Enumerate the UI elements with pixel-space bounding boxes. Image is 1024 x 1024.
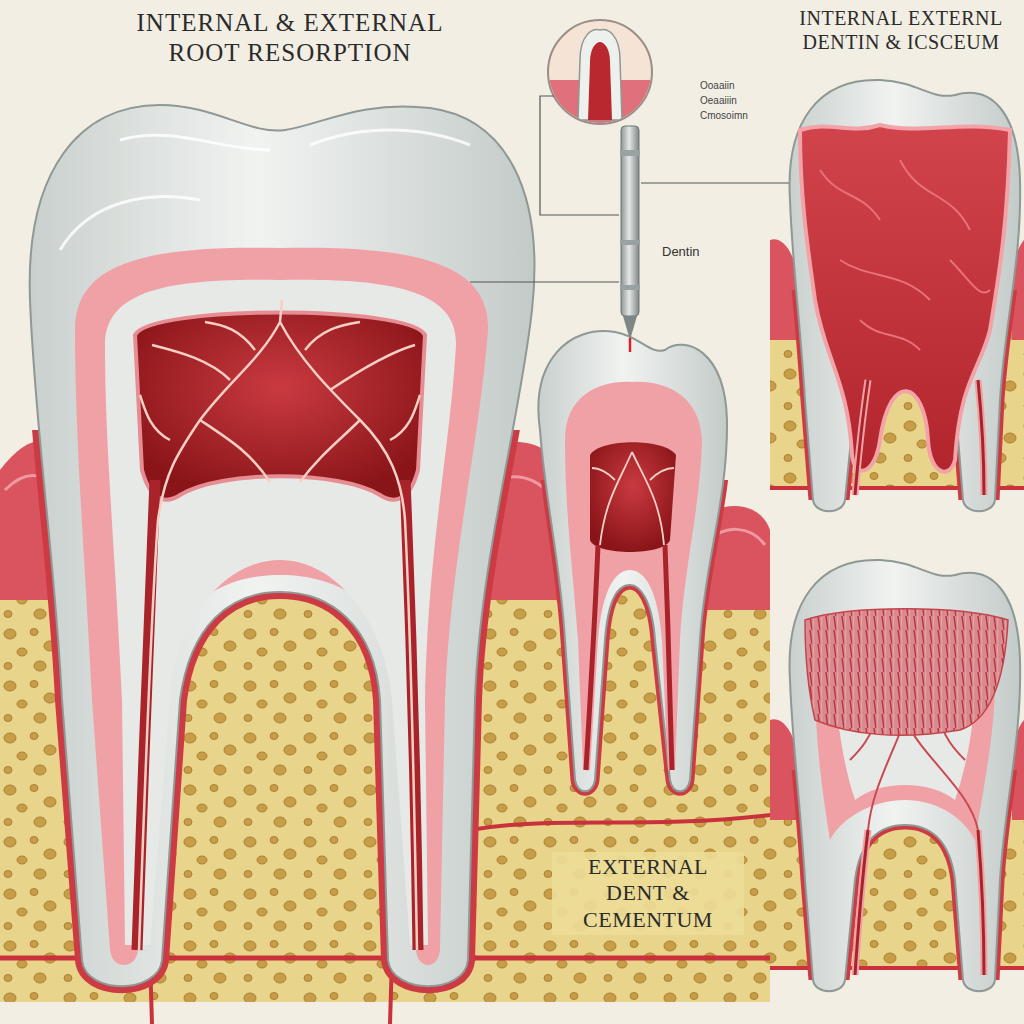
resorbed-tissue — [820, 160, 990, 350]
blood-vessel — [150, 958, 392, 1024]
external-resorption-tooth — [770, 560, 1024, 991]
part-label: Dentin — [662, 244, 742, 260]
inset-tooth — [578, 30, 622, 120]
part-label: Oeaaiiin — [700, 95, 780, 107]
internal-resorption-tooth — [770, 80, 1024, 511]
laser-beam — [629, 338, 632, 352]
root-canal — [586, 545, 672, 770]
pulp-chamber — [135, 313, 425, 500]
inner-dentin — [105, 280, 456, 945]
instrument-body — [621, 126, 639, 316]
instrument-band — [620, 285, 640, 290]
leader-line — [641, 182, 800, 183]
pulp-chamber — [590, 442, 676, 552]
blood-vessel — [470, 815, 770, 830]
enamel — [790, 560, 1021, 991]
resorbed-tissue — [805, 609, 1008, 735]
dentin — [855, 380, 984, 495]
periodontal-ligament — [790, 290, 1021, 500]
dentin — [565, 382, 702, 770]
small-tooth — [538, 331, 727, 791]
region-label: EXTERNAL DENT & CEMENTUM — [552, 852, 744, 935]
part-label: Ooaaiin — [700, 80, 780, 92]
instrument-band — [620, 150, 640, 156]
instrument-tip — [623, 316, 637, 340]
inset-detail — [548, 20, 652, 130]
periodontal-ligament — [30, 430, 535, 986]
dental-instrument — [620, 126, 640, 352]
dentin — [75, 248, 488, 965]
part-label: Cmosoimn — [700, 110, 780, 122]
blood-vessel — [139, 300, 420, 950]
periodontal-ligament — [790, 770, 1021, 980]
inset-pulp — [588, 42, 612, 120]
large-molar — [30, 105, 535, 986]
root-canal — [855, 380, 984, 495]
panel-heading: INTERNAL EXTERNL DENTIN & ICSCEUM — [782, 6, 1020, 54]
enamel — [30, 105, 535, 986]
instrument-band — [620, 240, 640, 245]
inset-circle — [548, 20, 652, 124]
periodontal-ligament — [538, 480, 727, 791]
enamel — [790, 80, 1021, 511]
art-part — [790, 560, 1021, 991]
root-canal — [855, 830, 984, 975]
blood-vessel — [592, 452, 674, 545]
art-part — [548, 30, 652, 130]
leader-line — [470, 281, 619, 282]
inset-circle — [548, 20, 652, 124]
root-canal — [137, 480, 418, 950]
leader-line — [540, 96, 619, 215]
dentin — [855, 830, 984, 975]
enamel — [538, 331, 727, 791]
diagram-title: INTERNAL & EXTERNAL ROOT RESORPTION — [110, 8, 470, 68]
enamel-highlight — [60, 130, 470, 250]
